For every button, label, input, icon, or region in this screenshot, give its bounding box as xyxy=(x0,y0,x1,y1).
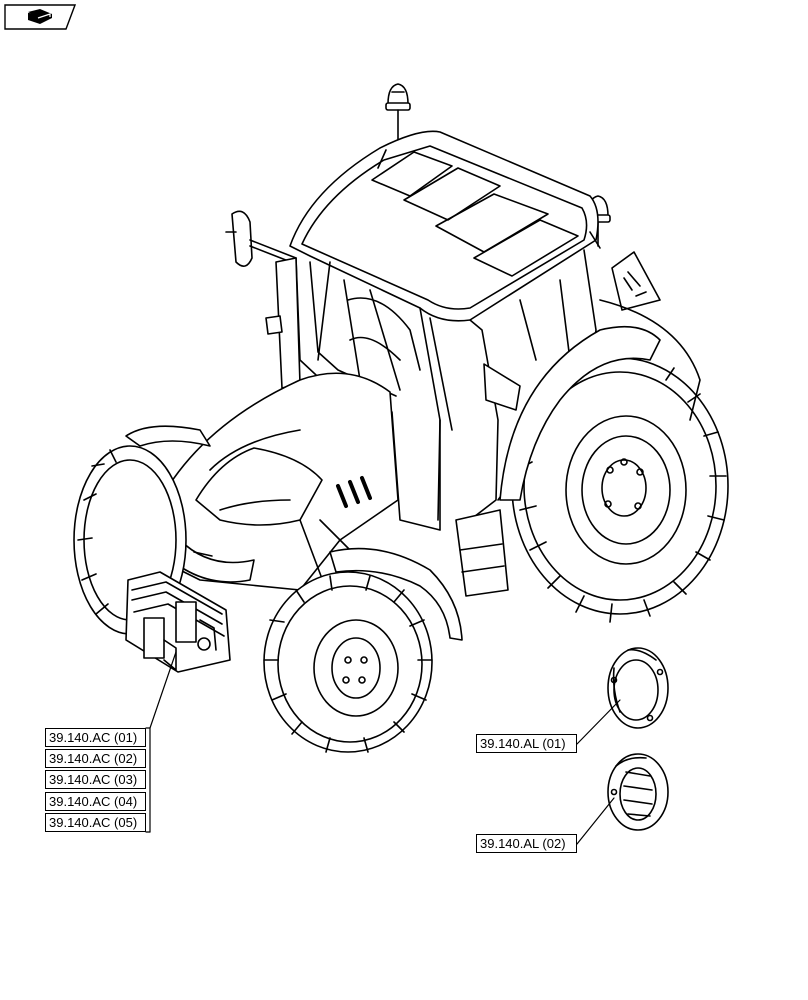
front-right-wheel xyxy=(263,571,433,753)
callout-39-140-al-01[interactable]: 39.140.AL (01) xyxy=(476,734,577,753)
callout-39-140-ac-03[interactable]: 39.140.AC (03) xyxy=(45,770,146,789)
steps xyxy=(455,509,509,597)
triangle-sign xyxy=(611,251,661,311)
callout-39-140-al-02[interactable]: 39.140.AL (02) xyxy=(476,834,577,853)
callout-39-140-ac-05[interactable]: 39.140.AC (05) xyxy=(45,813,146,832)
front-weights xyxy=(125,571,231,673)
leader-lines xyxy=(145,651,621,845)
wheel-weight-ring-01 xyxy=(607,647,669,729)
rear-fender xyxy=(499,325,661,501)
book-arrow-icon-graphic xyxy=(4,4,77,30)
callout-39-140-ac-02[interactable]: 39.140.AC (02) xyxy=(45,749,146,768)
front-right-fender xyxy=(329,547,463,641)
book-arrow-icon[interactable] xyxy=(4,4,77,30)
callout-39-140-ac-01[interactable]: 39.140.AC (01) xyxy=(45,728,146,747)
callout-39-140-ac-04[interactable]: 39.140.AC (04) xyxy=(45,792,146,811)
tractor-illustration xyxy=(73,83,729,753)
beacon-light-left xyxy=(385,83,411,143)
front-left-fender xyxy=(125,425,211,447)
left-mirror xyxy=(225,210,297,267)
cab-frame xyxy=(295,249,597,531)
exhaust-stack xyxy=(265,257,301,389)
cab-roof xyxy=(289,130,601,322)
wheel-weight-ring-02 xyxy=(607,753,669,831)
